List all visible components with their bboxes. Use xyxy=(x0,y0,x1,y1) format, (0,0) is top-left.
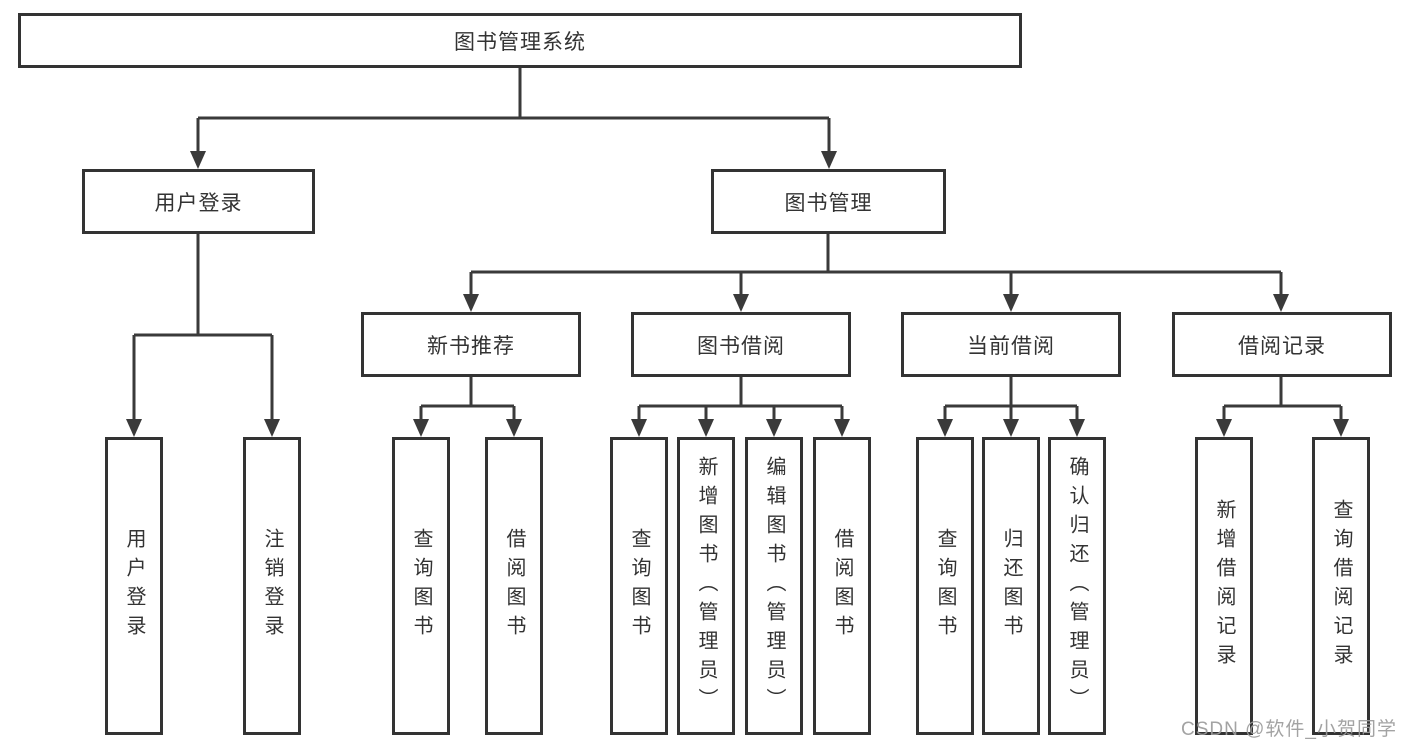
leaf-query-borrow-record: 查询借阅记录 xyxy=(1312,437,1370,735)
node-book-management: 图书管理 xyxy=(711,169,946,234)
leaf-query-books-borrow: 查询图书 xyxy=(610,437,668,735)
leaf-confirm-return-admin: 确认归还（管理员） xyxy=(1048,437,1106,735)
arrowheads xyxy=(126,151,1349,437)
leaf-user-login: 用户登录 xyxy=(105,437,163,735)
leaf-add-borrow-record-label: 新增借阅记录 xyxy=(1213,499,1235,673)
leaf-borrow-books-recommend-label: 借阅图书 xyxy=(503,528,525,644)
leaf-borrow-books: 借阅图书 xyxy=(813,437,871,735)
leaf-borrow-books-label: 借阅图书 xyxy=(831,528,853,644)
leaf-logout: 注销登录 xyxy=(243,437,301,735)
leaf-query-books-recommend-label: 查询图书 xyxy=(410,528,432,644)
node-book-borrowing: 图书借阅 xyxy=(631,312,851,377)
node-user-login: 用户登录 xyxy=(82,169,315,234)
csdn-watermark: CSDN @软件_小贺同学 xyxy=(1181,719,1397,740)
node-current-borrowing: 当前借阅 xyxy=(901,312,1121,377)
leaf-add-books-admin-label: 新增图书（管理员） xyxy=(695,455,717,717)
leaf-borrow-books-recommend: 借阅图书 xyxy=(485,437,543,735)
leaf-add-books-admin: 新增图书（管理员） xyxy=(677,437,735,735)
leaf-confirm-return-admin-label: 确认归还（管理员） xyxy=(1066,455,1088,717)
leaf-logout-label: 注销登录 xyxy=(261,528,283,644)
leaf-add-borrow-record: 新增借阅记录 xyxy=(1195,437,1253,735)
leaf-query-books-current-label: 查询图书 xyxy=(934,528,956,644)
node-library-management-system: 图书管理系统 xyxy=(18,13,1022,68)
leaf-query-books-current: 查询图书 xyxy=(916,437,974,735)
leaf-query-borrow-record-label: 查询借阅记录 xyxy=(1330,499,1352,673)
node-borrowing-records: 借阅记录 xyxy=(1172,312,1392,377)
leaf-query-books-borrow-label: 查询图书 xyxy=(628,528,650,644)
leaf-return-books-label: 归还图书 xyxy=(1000,528,1022,644)
leaf-return-books: 归还图书 xyxy=(982,437,1040,735)
node-new-book-recommendation: 新书推荐 xyxy=(361,312,581,377)
leaf-edit-books-admin-label: 编辑图书（管理员） xyxy=(763,455,785,717)
leaf-edit-books-admin: 编辑图书（管理员） xyxy=(745,437,803,735)
leaf-query-books-recommend: 查询图书 xyxy=(392,437,450,735)
leaf-user-login-label: 用户登录 xyxy=(123,528,145,644)
